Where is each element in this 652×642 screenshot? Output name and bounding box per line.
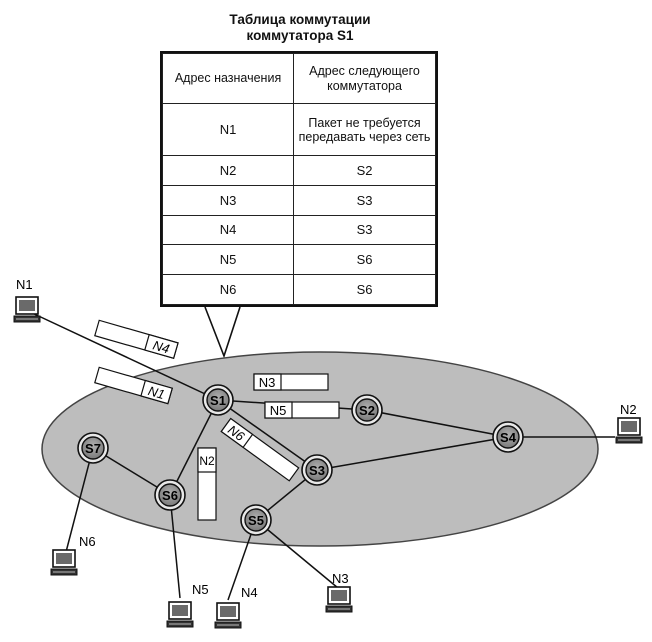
switch-s4: S4 [492,421,524,453]
switches: S1 S2 S3 S4 S5 S6 S7 [77,384,524,536]
switch-s5-label: S5 [248,513,264,528]
node-n3: N3 [325,571,353,613]
switch-s1: S1 [202,384,234,416]
node-n4-label: N4 [241,585,258,600]
node-n4: N4 [214,585,258,629]
node-n1-label: N1 [16,277,33,292]
packet-n4: N4 [94,319,179,360]
node-n3-label: N3 [332,571,349,586]
packet-n2: N2 [197,447,217,521]
computer-icon [50,549,78,576]
table-row-3-next: S3 [293,184,436,216]
link-s1-s6 [169,399,219,496]
table-row-1-next: Пакет не требуется передавать через сеть [293,103,436,156]
packet-n1-label: N1 [146,383,166,402]
table-row-2-dest: N2 [161,155,295,186]
table-row-4-next: S3 [293,214,436,246]
table-row-6-dest: N6 [161,274,295,305]
packet-n2-label: N2 [199,454,215,468]
table-title-line2: коммутатора S1 [246,28,354,43]
table-row-5-next: S6 [293,244,436,276]
computer-icon [615,417,643,444]
link-s5-n3 [255,519,339,589]
node-n6-label: N6 [79,534,96,549]
packet-n3: N3 [253,373,329,391]
switch-s6: S6 [154,479,186,511]
table-title: Таблица коммутации коммутатора S1 [160,12,440,44]
switch-s2: S2 [351,394,383,426]
table-row-5-dest: N5 [161,244,295,276]
switching-table: Адрес назначения Адрес следующего коммут… [160,51,438,307]
table-title-line1: Таблица коммутации [229,12,371,27]
node-n5: N5 [166,582,209,628]
node-n2: N2 [615,402,643,444]
computer-icon [13,296,41,323]
node-n2-label: N2 [620,402,637,417]
link-s6-n5 [169,494,181,599]
switch-s3: S3 [301,454,333,486]
end-nodes: N1 N2 N3 N4 N5 N6 [13,277,643,629]
link-n1-s1 [29,311,219,401]
link-s1-s3 [217,399,318,471]
computer-icon [214,602,242,629]
packet-n5-label: N5 [270,403,287,418]
node-n1: N1 [13,277,41,323]
computer-icon [166,601,194,628]
switch-s5: S5 [240,504,272,536]
packet-n6: N6 [220,417,300,482]
table-row-1-dest: N1 [161,103,295,156]
computer-icon [325,586,353,613]
link-s7-n6 [65,447,94,553]
packet-n3-label: N3 [259,375,276,390]
node-n6: N6 [50,534,96,576]
switch-s3-label: S3 [309,463,325,478]
switch-s7: S7 [77,432,109,464]
switch-s6-label: S6 [162,488,178,503]
packet-n4-label: N4 [151,337,171,356]
switch-s4-label: S4 [500,430,517,445]
table-row-6-next: S6 [293,274,436,305]
switch-s7-label: S7 [85,441,101,456]
packet-n1: N1 [94,366,174,405]
link-s2-s4 [366,409,509,438]
switch-s1-label: S1 [210,393,226,408]
header-next-switch: Адрес следующего коммутатора [293,53,436,104]
packet-n5: N5 [264,401,340,419]
callout-pointer [204,306,241,359]
switch-s2-label: S2 [359,403,375,418]
link-s3-s4 [316,436,509,471]
table-row-4-dest: N4 [161,214,295,246]
node-n5-label: N5 [192,582,209,597]
